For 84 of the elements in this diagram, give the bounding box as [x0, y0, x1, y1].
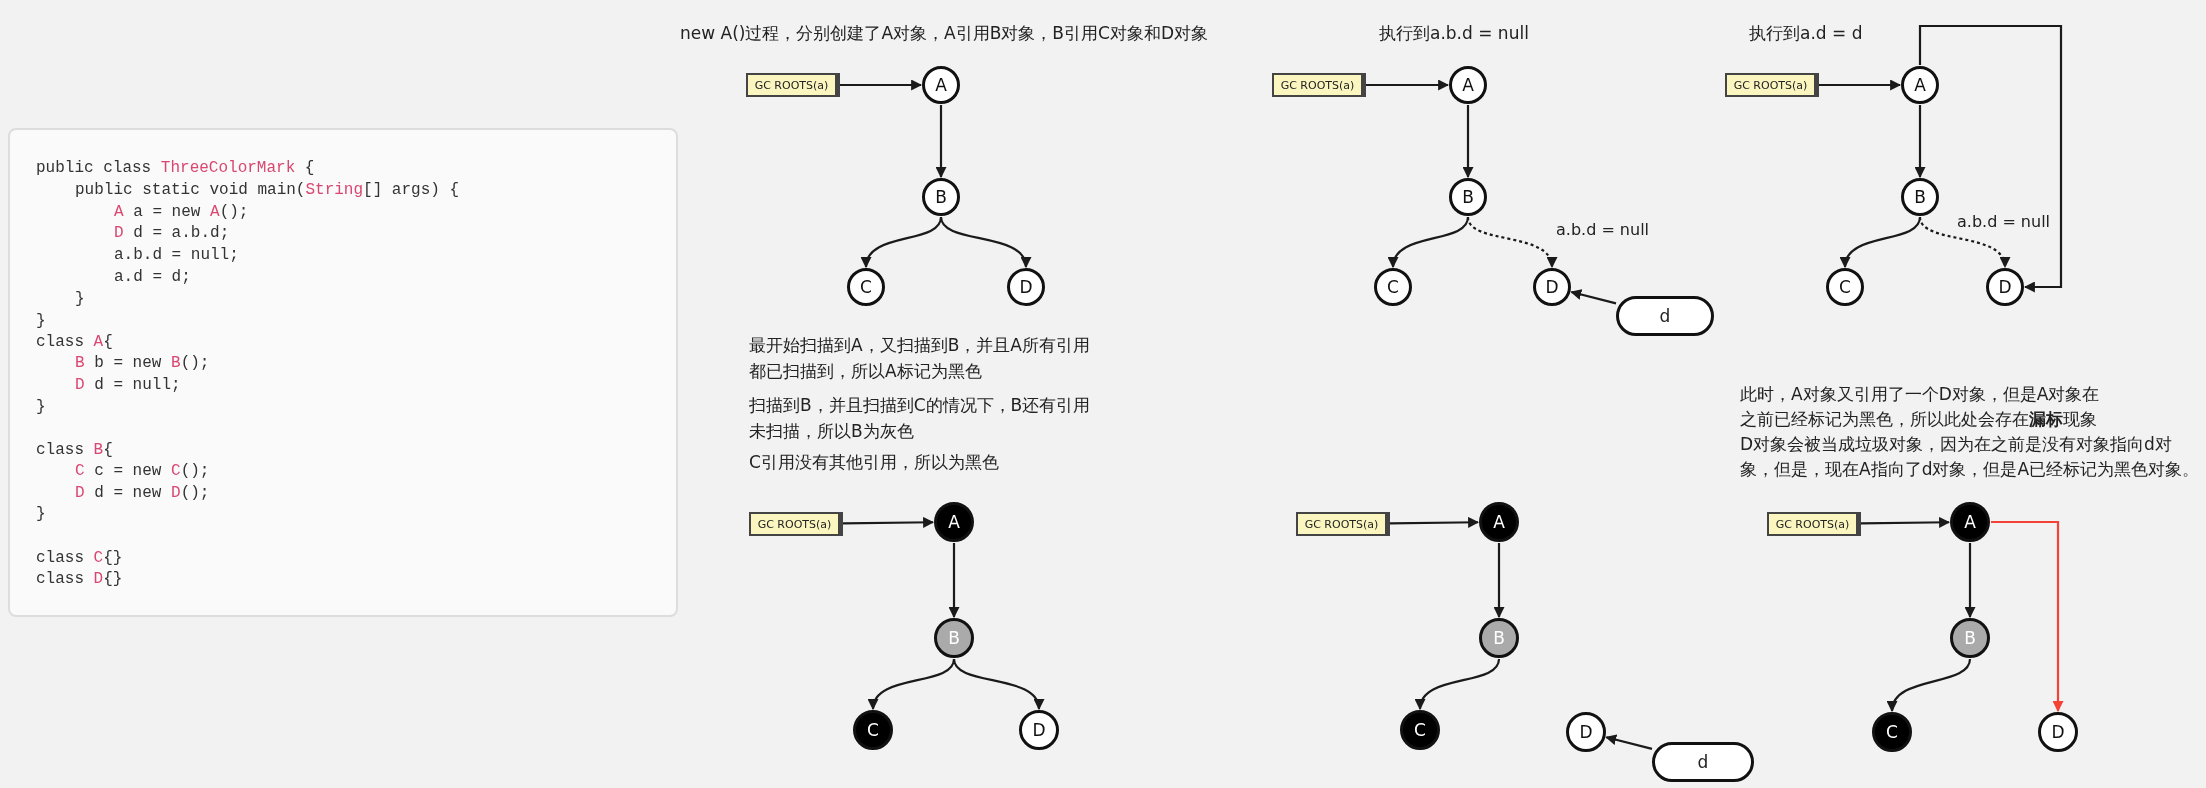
arrow	[1570, 289, 1617, 305]
arrow	[935, 105, 947, 179]
code-line: public static void main(String[] args) {	[75, 180, 460, 200]
note-text: 扫描到B，并且扫描到C的情况下，B还有引用未扫描，所以B为灰色	[749, 394, 1092, 443]
arrow	[939, 216, 1030, 269]
code-line: D d = null;	[75, 375, 181, 395]
object-circle: C	[1826, 268, 1864, 306]
object-circle: B	[1950, 618, 1990, 658]
arrow	[1466, 216, 1556, 269]
object-circle: C	[1400, 710, 1440, 750]
code-line: }	[36, 311, 46, 331]
object-circle: B	[1901, 178, 1939, 216]
object-circle: B	[922, 178, 960, 216]
code-line: class C{}	[36, 548, 123, 568]
object-circle: C	[847, 268, 885, 306]
arrow	[1918, 216, 2009, 269]
object-circle: A	[1449, 66, 1487, 104]
arrow	[862, 216, 943, 269]
root-box: GC ROOTS(a)	[749, 512, 843, 536]
arrow	[1389, 216, 1470, 269]
arrow	[1366, 79, 1450, 91]
root-box: GC ROOTS(a)	[1296, 512, 1390, 536]
arrow	[948, 543, 960, 619]
code-line: A a = new A();	[114, 202, 249, 222]
note-text: C引用没有其他引用，所以为黑色	[749, 451, 999, 474]
object-circle: B	[1449, 178, 1487, 216]
arrow	[1605, 734, 1653, 750]
arrow	[1964, 543, 1976, 619]
panel-title: new A()过程，分别创建了A对象，A引用B对象，B引用C对象和D对象	[680, 22, 1208, 45]
root-box: GC ROOTS(a)	[1767, 512, 1861, 536]
object-circle: C	[1872, 712, 1912, 752]
arrow	[1416, 658, 1501, 711]
arrow	[1888, 658, 1972, 713]
object-circle: B	[1479, 618, 1519, 658]
arrow	[1841, 216, 1922, 269]
panel-title: 执行到a.d = d	[1749, 22, 1863, 45]
root-box: GC ROOTS(a)	[1272, 73, 1366, 97]
code-line: C c = new C();	[75, 461, 210, 481]
arrow	[1861, 516, 1951, 528]
reference-pill: d	[1652, 742, 1754, 782]
arrow	[843, 516, 935, 528]
object-circle: A	[934, 502, 974, 542]
code-line: class B{	[36, 440, 113, 460]
arrow	[952, 658, 1043, 711]
arrow	[1819, 79, 1902, 91]
code-line: a.b.d = null;	[114, 245, 239, 265]
arrow	[869, 658, 956, 711]
object-circle: D	[1533, 268, 1571, 306]
object-circle: C	[853, 710, 893, 750]
code-line: class D{}	[36, 569, 123, 589]
object-circle: D	[2038, 712, 2078, 752]
arrow	[1914, 105, 1926, 179]
code-line: }	[75, 289, 85, 309]
panel-title: 执行到a.b.d = null	[1379, 22, 1529, 45]
object-circle: B	[934, 618, 974, 658]
object-circle: A	[1901, 66, 1939, 104]
code-line: class A{	[36, 332, 113, 352]
code-line: }	[36, 397, 46, 417]
code-line: }	[36, 504, 46, 524]
code-line: public class ThreeColorMark {	[36, 158, 315, 178]
object-circle: A	[1950, 502, 1990, 542]
code-line: B b = new B();	[75, 353, 210, 373]
object-circle: A	[1479, 502, 1519, 542]
note-text: 最开始扫描到A，又扫描到B，并且A所有引用都已扫描到，所以A标记为黑色	[749, 334, 1091, 383]
object-circle: D	[1019, 710, 1059, 750]
code-line: D d = a.b.d;	[114, 223, 230, 243]
arrow	[1991, 520, 2064, 713]
root-box: GC ROOTS(a)	[1725, 73, 1819, 97]
arrow	[840, 79, 923, 91]
object-circle: D	[1566, 712, 1606, 752]
object-circle: D	[1007, 268, 1045, 306]
code-line: D d = new D();	[75, 483, 210, 503]
object-circle: D	[1986, 268, 2024, 306]
note-text: 此时，A对象又引用了一个D对象，但是A对象在之前已经标记为黑色，所以此处会存在漏标现象	[1740, 383, 2100, 431]
arrow	[1918, 24, 2063, 293]
arrow	[1493, 543, 1505, 619]
arrow	[1390, 516, 1480, 528]
root-box: GC ROOTS(a)	[746, 73, 840, 97]
note-text: D对象会被当成垃圾对象，因为在之前是没有对象指向d对象，但是，现在A指向了d对象，但是A已经标记为黑色对象。	[1740, 433, 2200, 481]
code-line: a.d = d;	[114, 267, 191, 287]
object-circle: A	[922, 66, 960, 104]
reference-pill: d	[1616, 296, 1714, 336]
arrow	[1462, 105, 1474, 179]
object-circle: C	[1374, 268, 1412, 306]
